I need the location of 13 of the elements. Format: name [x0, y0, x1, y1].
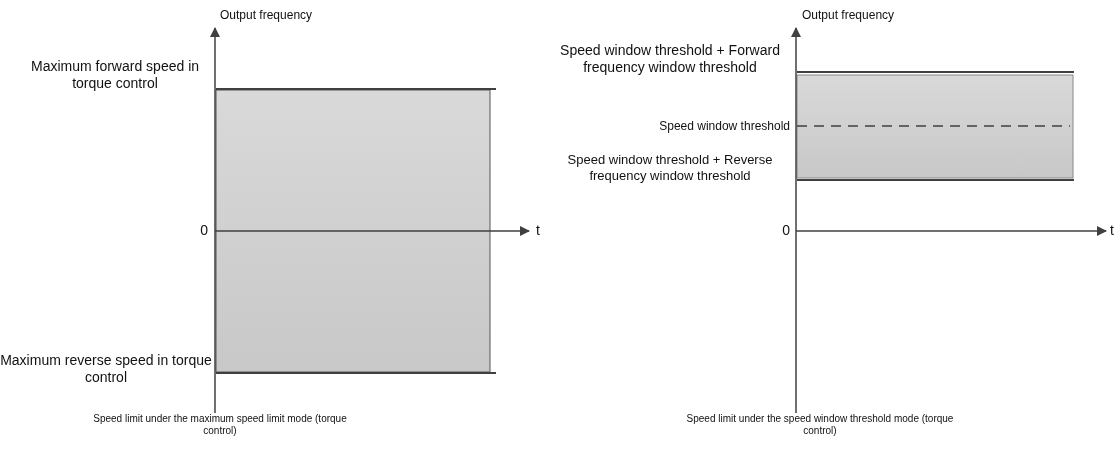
axis-title: Output frequency — [802, 8, 896, 23]
origin-label: 0 — [781, 222, 790, 239]
threshold-label: Speed window threshold — [658, 119, 790, 134]
limit-label: Maximum forward speed in torque control — [30, 58, 200, 92]
axis-title: Output frequency — [220, 8, 314, 23]
limit-label: Speed window threshold + Forward frequency window threshold — [559, 42, 781, 76]
chart-caption: Speed limit under the speed window threshold mode (torque control) — [685, 413, 955, 437]
axis-label: t — [536, 222, 541, 239]
chart-caption: Speed limit under the maximum speed limit mode (torque control) — [92, 413, 348, 437]
origin-label: 0 — [199, 222, 208, 239]
axis-label: t — [1110, 222, 1115, 239]
limit-label: Maximum reverse speed in torque control — [0, 352, 212, 386]
limit-label: Speed window threshold + Reverse frequency window threshold — [566, 152, 774, 184]
